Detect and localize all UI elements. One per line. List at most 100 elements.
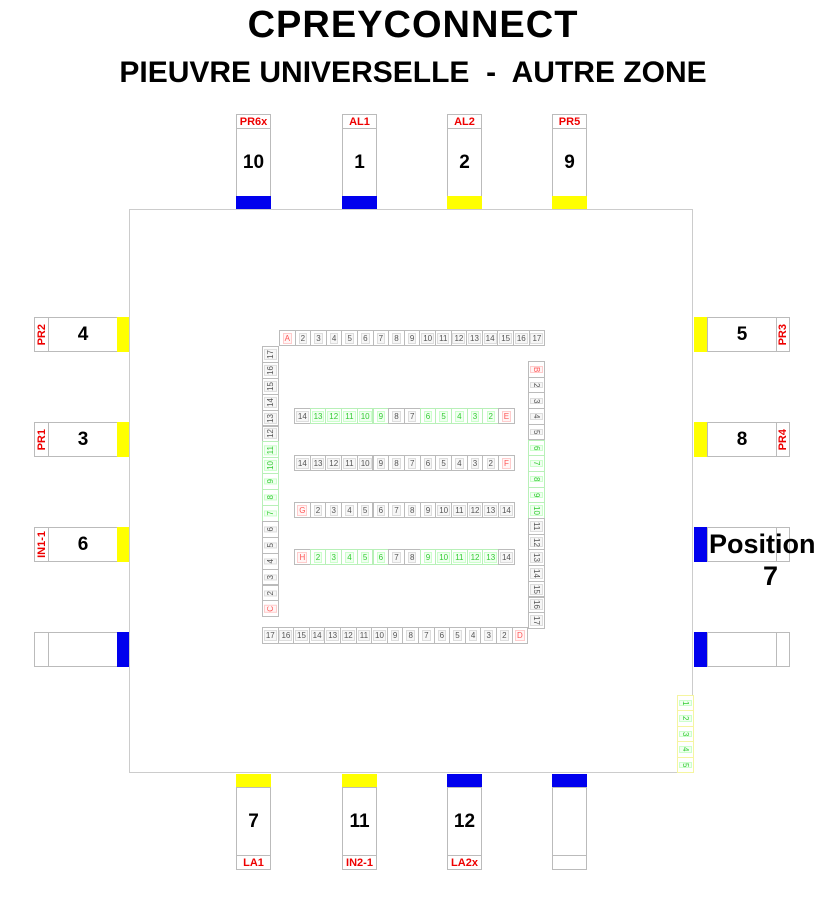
terminal-cell-bottom[interactable]: 7 [418,627,435,644]
terminal-cell-bottom[interactable]: 16 [277,627,295,644]
terminal-cell-rowE[interactable]: 2 [482,408,500,424]
terminal-cell-rowG[interactable]: 8 [403,502,421,518]
terminal-cell-left[interactable]: 8 [262,489,279,506]
terminal-cell-right[interactable]: 16 [528,596,545,614]
terminal-cell-top[interactable]: 6 [357,330,374,346]
terminal-cell-rowF[interactable]: 14 [294,455,311,471]
terminal-cell-top[interactable]: 15 [497,330,514,346]
terminal-cell-rowH[interactable]: 8 [403,549,421,565]
terminal-cell-rowG[interactable]: 12 [466,502,484,518]
terminal-cell-small[interactable]: 4 [677,741,694,758]
terminal-cell-bottom[interactable]: 12 [340,627,357,644]
connector-right-3[interactable] [694,527,790,562]
terminal-cell-rowF[interactable]: 4 [451,455,468,471]
terminal-cell-rowF[interactable]: 13 [309,455,327,471]
terminal-cell-rowG[interactable]: G [294,502,311,518]
terminal-cell-rowE[interactable]: 12 [325,408,343,424]
terminal-cell-bottom[interactable]: 14 [308,627,326,644]
terminal-cell-rowF[interactable]: 2 [482,455,500,471]
terminal-cell-rowE[interactable]: 4 [451,408,468,424]
connector-bottom-4[interactable] [552,774,587,870]
terminal-cell-rowE[interactable]: 6 [419,408,437,424]
terminal-cell-rowG[interactable]: 14 [498,502,515,518]
terminal-cell-right[interactable]: 5 [528,423,545,441]
terminal-cell-rowG[interactable]: 10 [435,502,452,518]
terminal-cell-rowG[interactable]: 5 [356,502,374,518]
terminal-cell-rowH[interactable]: 2 [309,549,327,565]
terminal-cell-top[interactable]: 14 [481,330,499,346]
terminal-cell-bottom[interactable]: 10 [371,627,388,644]
terminal-cell-rowE[interactable]: 11 [341,408,358,424]
terminal-cell-left[interactable]: 17 [262,346,279,363]
terminal-cell-rowH[interactable]: 4 [341,549,358,565]
terminal-cell-rowH[interactable]: 7 [388,549,405,565]
terminal-cell-right[interactable]: 11 [528,518,545,535]
terminal-cell-rowE[interactable]: 7 [403,408,421,424]
terminal-cell-right[interactable]: 15 [528,580,545,598]
terminal-cell-left[interactable]: 5 [262,536,279,554]
terminal-cell-top[interactable]: 13 [466,330,483,346]
connector-right-4[interactable] [694,632,790,667]
terminal-cell-right[interactable]: 6 [528,439,545,457]
terminal-cell-rowG[interactable]: 11 [451,502,468,518]
terminal-cell-bottom[interactable]: 6 [433,627,451,644]
terminal-cell-rowE[interactable]: 5 [435,408,452,424]
terminal-cell-small[interactable]: 3 [677,725,694,743]
terminal-cell-left[interactable]: C [262,600,279,618]
terminal-cell-top[interactable]: A [279,330,296,346]
terminal-cell-rowH[interactable]: H [294,549,311,565]
terminal-cell-rowF[interactable]: 5 [435,455,452,471]
terminal-cell-right[interactable]: 17 [528,612,545,629]
terminal-cell-rowF[interactable]: 6 [419,455,437,471]
terminal-cell-rowH[interactable]: 10 [435,549,452,565]
terminal-cell-top[interactable]: 4 [325,330,343,346]
terminal-cell-rowF[interactable]: 10 [356,455,374,471]
terminal-cell-right[interactable]: 3 [528,392,545,410]
terminal-cell-left[interactable]: 2 [262,584,279,602]
terminal-cell-rowF[interactable]: 7 [403,455,421,471]
terminal-cell-rowF[interactable]: 11 [341,455,358,471]
terminal-cell-rowE[interactable]: 3 [466,408,484,424]
terminal-cell-rowE[interactable]: 8 [388,408,405,424]
terminal-cell-rowH[interactable]: 14 [498,549,515,565]
terminal-cell-right[interactable]: 10 [528,502,545,519]
terminal-cell-top[interactable]: 17 [528,330,546,346]
terminal-cell-rowG[interactable]: 2 [309,502,327,518]
terminal-cell-top[interactable]: 8 [388,330,405,346]
terminal-cell-left[interactable]: 13 [262,409,279,427]
terminal-cell-rowE[interactable]: 9 [372,408,390,424]
terminal-cell-top[interactable]: 9 [403,330,421,346]
terminal-cell-bottom[interactable]: 8 [402,627,419,644]
terminal-cell-left[interactable]: 16 [262,361,279,379]
terminal-cell-rowH[interactable]: 13 [482,549,500,565]
terminal-cell-bottom[interactable]: D [511,627,529,644]
terminal-cell-rowE[interactable]: 14 [294,408,311,424]
terminal-cell-left[interactable]: 7 [262,505,279,522]
terminal-cell-top[interactable]: 11 [435,330,452,346]
terminal-cell-left[interactable]: 4 [262,552,279,570]
terminal-cell-small[interactable]: 1 [677,695,694,712]
terminal-cell-right[interactable]: 7 [528,455,545,472]
terminal-cell-left[interactable]: 9 [262,473,279,491]
terminal-cell-rowH[interactable]: 12 [466,549,484,565]
terminal-cell-small[interactable]: 2 [677,710,694,727]
terminal-cell-bottom[interactable]: 15 [293,627,310,644]
terminal-cell-right[interactable]: 2 [528,376,545,394]
terminal-cell-rowF[interactable]: 3 [466,455,484,471]
terminal-cell-left[interactable]: 14 [262,393,279,411]
terminal-cell-bottom[interactable]: 5 [449,627,466,644]
terminal-cell-rowG[interactable]: 9 [419,502,437,518]
terminal-cell-top[interactable]: 7 [372,330,390,346]
terminal-cell-rowF[interactable]: 8 [388,455,405,471]
terminal-cell-rowH[interactable]: 9 [419,549,437,565]
terminal-cell-left[interactable]: 15 [262,377,279,395]
terminal-cell-right[interactable]: 12 [528,533,545,551]
terminal-cell-bottom[interactable]: 4 [464,627,482,644]
terminal-cell-right[interactable]: B [528,361,545,378]
